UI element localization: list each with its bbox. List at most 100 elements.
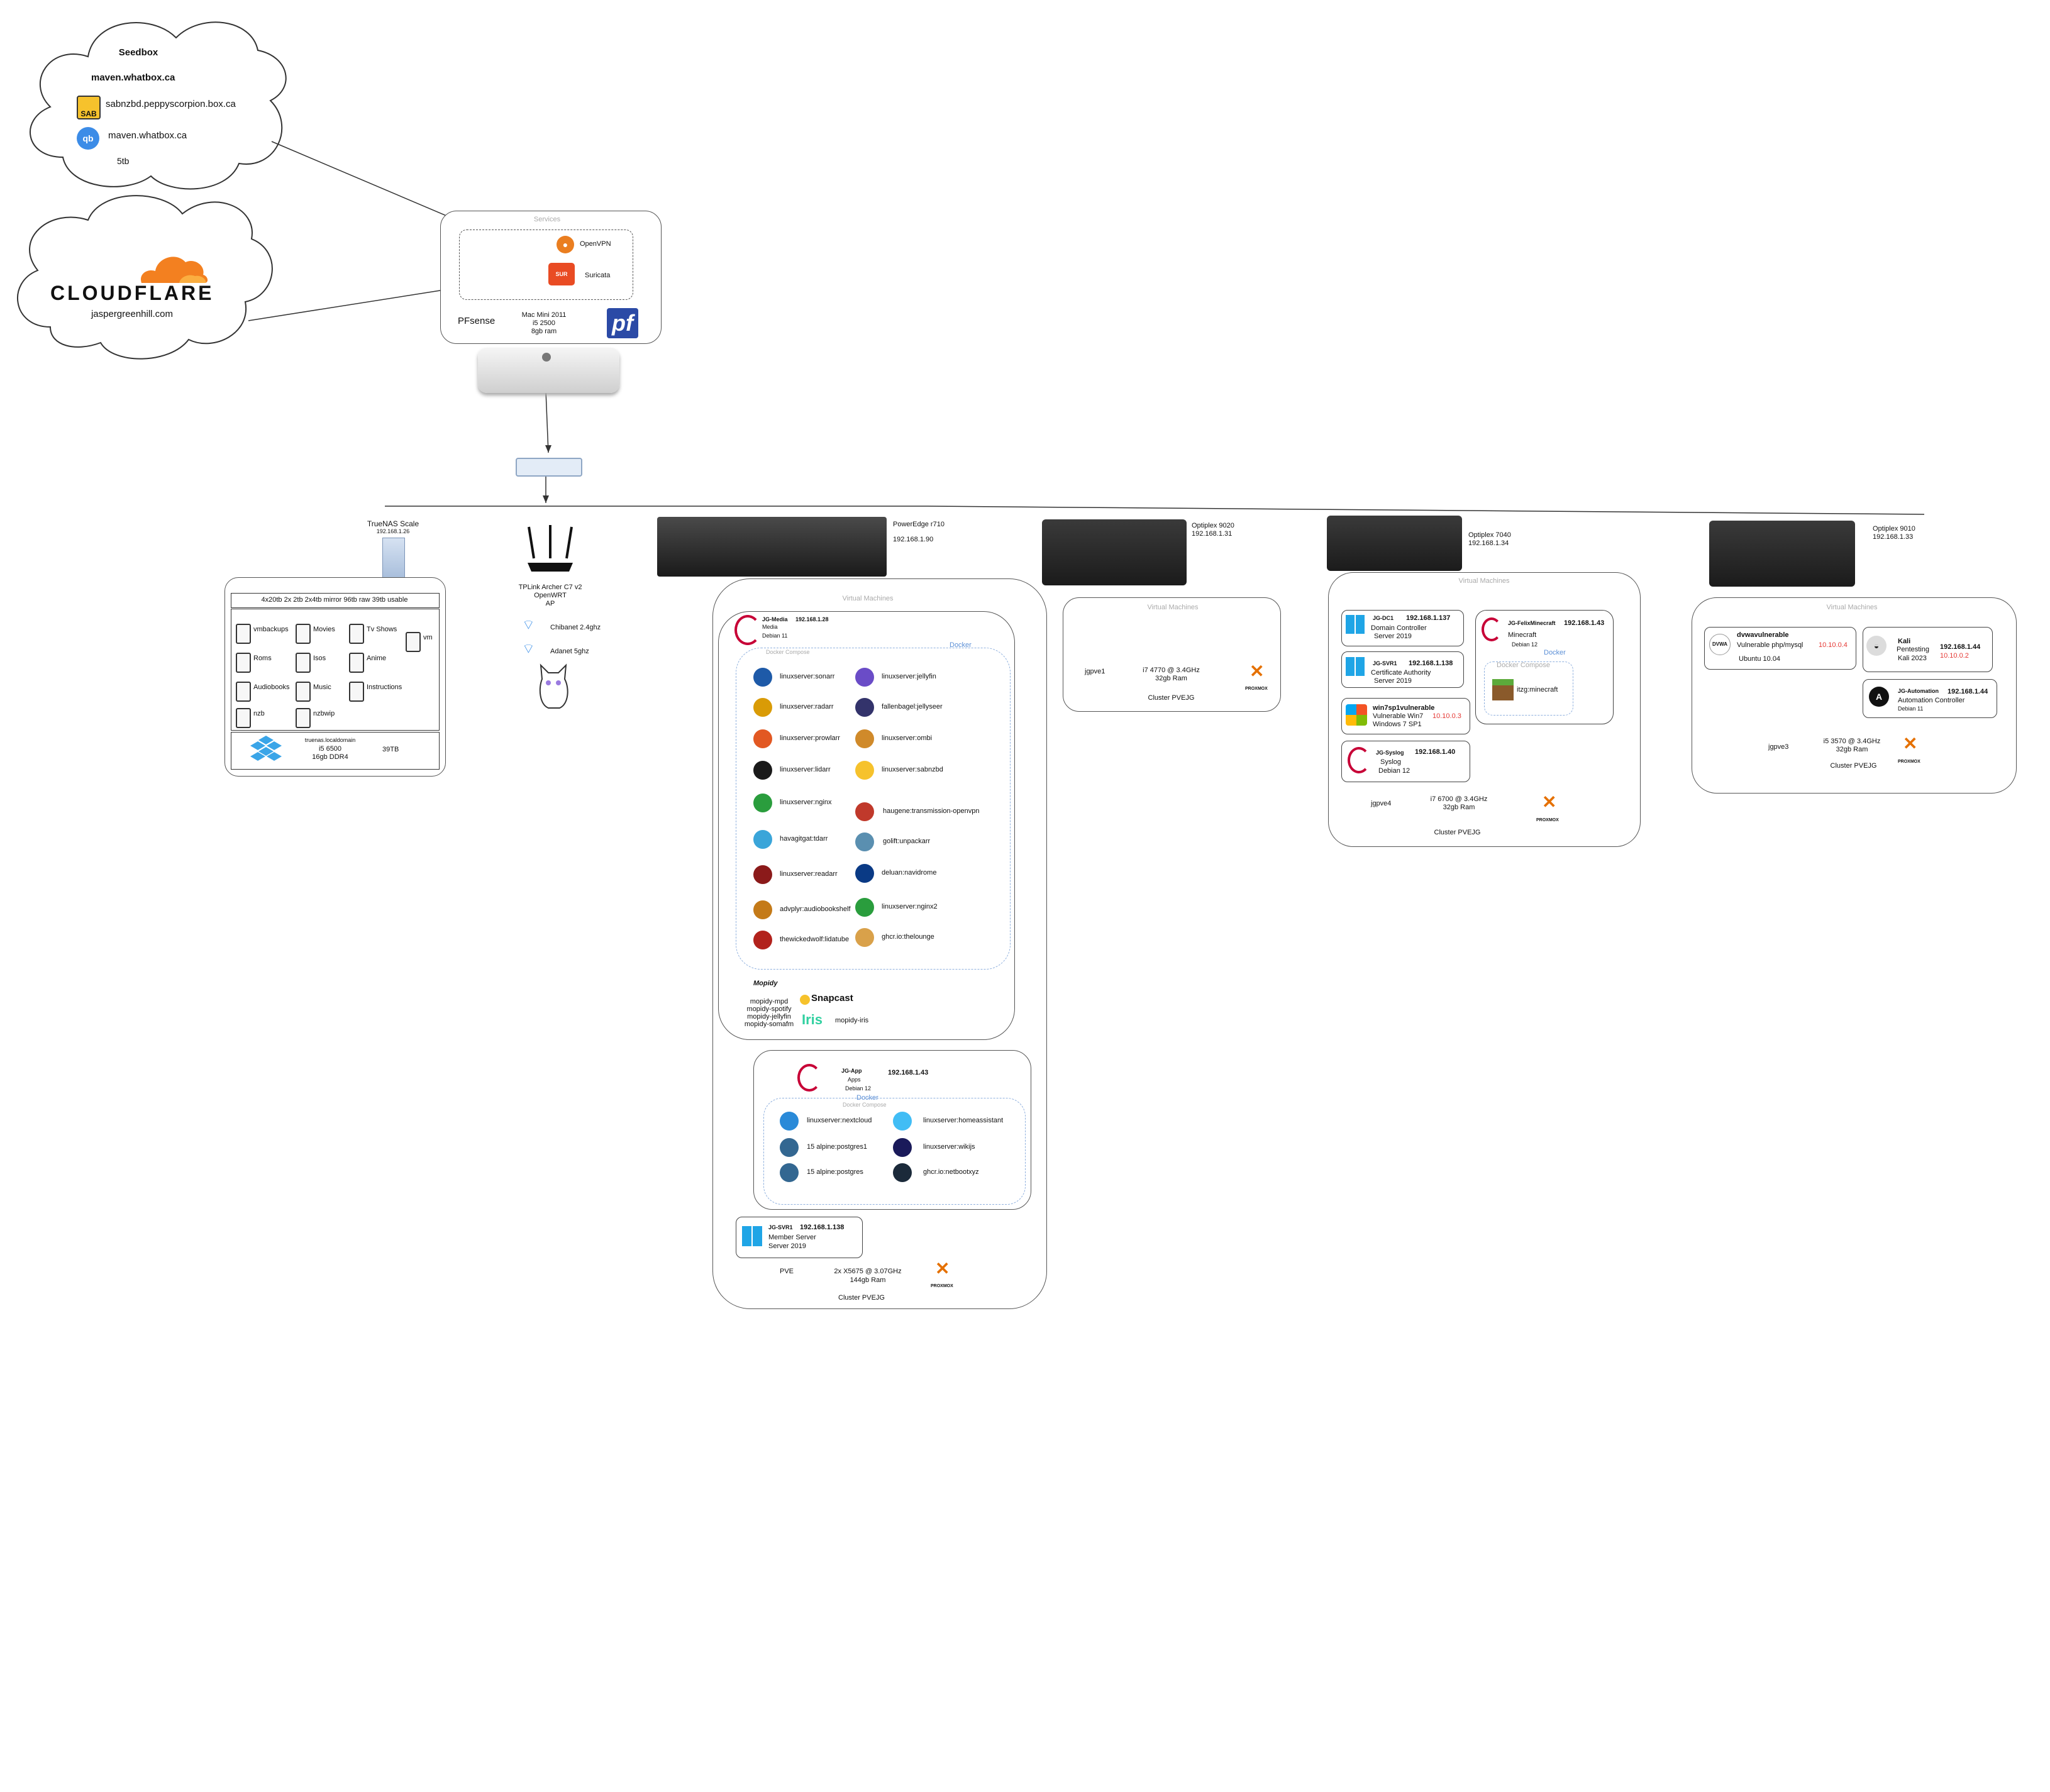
pfsense-services-group xyxy=(459,230,633,300)
o9020-ip: 192.168.1.31 xyxy=(1192,530,1233,538)
router-line-0: TPLink Archer C7 v2 xyxy=(518,584,582,591)
mopidy-extension: mopidy-somafm xyxy=(744,1020,794,1028)
truenas-share-label: Audiobooks xyxy=(253,683,290,691)
media-container-left: linuxserver:readarr xyxy=(780,870,838,878)
drive-icon xyxy=(236,653,251,673)
truenas-capacity: 39TB xyxy=(382,746,399,753)
o7040-ip: 192.168.1.34 xyxy=(1468,539,1509,547)
media-container-right: ghcr.io:thelounge xyxy=(882,933,934,941)
optiplex-9020-icon xyxy=(1042,519,1187,585)
jg-automation-os: Debian 11 xyxy=(1898,705,1924,712)
proxmox-label: PROXMOX xyxy=(1245,687,1268,691)
media-container-left: havagitgat:tdarr xyxy=(780,835,828,843)
iris-logo: Iris xyxy=(802,1012,823,1027)
o9010-ram: 32gb Ram xyxy=(1836,746,1868,753)
container-icon xyxy=(753,729,772,748)
truenas-raid: 4x20tb 2x 2tb 2x4tb mirror 96tb raw 39tb… xyxy=(261,596,408,604)
pfsense-services-label: Services xyxy=(533,216,561,223)
truenas-share-label: Tv Shows xyxy=(367,626,397,633)
pfsense-name: PFsense xyxy=(458,316,496,326)
o9010-ip: 192.168.1.33 xyxy=(1873,533,1914,541)
qbittorrent-icon: qb xyxy=(77,127,99,150)
proxmox-label: PROXMOX xyxy=(1536,818,1559,822)
o9020-cluster: Cluster PVEJG xyxy=(1148,694,1195,702)
windows-icon xyxy=(1346,615,1365,634)
o9010-node: jgpve3 xyxy=(1768,743,1789,751)
suricata-label: Suricata xyxy=(585,272,611,279)
jg-felix-ip: 192.168.1.43 xyxy=(1564,619,1605,627)
minecraft-icon xyxy=(1492,679,1514,700)
o9020-ram: 32gb Ram xyxy=(1155,675,1187,682)
jg-svr1-ip: 192.168.1.138 xyxy=(800,1224,845,1231)
jg-media-role: Media xyxy=(762,624,778,630)
mopidy-extension: mopidy-mpd xyxy=(750,998,789,1005)
truenas-title: TrueNAS Scale xyxy=(367,519,419,528)
media-container-right: linuxserver:sabnzbd xyxy=(882,766,943,773)
o7040-title: Optiplex 7040 xyxy=(1468,531,1511,539)
wifi-icon: ⌔ xyxy=(522,641,535,656)
jg-media-compose-label: Docker Compose xyxy=(766,649,810,655)
drive-icon xyxy=(236,624,251,644)
dvwa-os: Ubuntu 10.04 xyxy=(1739,655,1781,663)
jg-app-ip: 192.168.1.43 xyxy=(888,1069,929,1076)
truenas-cpu: i5 6500 xyxy=(318,745,342,753)
windows-icon xyxy=(1346,657,1365,676)
jg-felix-docker-label: Docker xyxy=(1544,649,1566,656)
container-icon xyxy=(753,668,772,687)
snapcast-label: Snapcast xyxy=(811,993,853,1004)
jg-felix-compose-group xyxy=(1484,661,1573,716)
media-container-left: linuxserver:prowlarr xyxy=(780,734,840,742)
optiplex-9010-icon xyxy=(1709,521,1855,587)
windows-icon xyxy=(742,1226,762,1246)
jg-media-name: JG-Media xyxy=(762,616,788,622)
pfsense-hw-1: i5 2500 xyxy=(532,319,556,327)
kali-icon: ◒ xyxy=(1866,636,1887,656)
win7-role: Vulnerable Win7 xyxy=(1373,712,1424,720)
truenas-server-icon xyxy=(382,538,405,578)
media-container-right: fallenbagel:jellyseer xyxy=(882,703,943,711)
o7040-vms-label: Virtual Machines xyxy=(1458,577,1510,585)
proxmox-label: PROXMOX xyxy=(931,1284,953,1288)
media-container-left: linuxserver:radarr xyxy=(780,703,834,711)
container-icon xyxy=(753,698,772,717)
r710-ip: 192.168.1.90 xyxy=(893,536,934,543)
truenas-share-label: Anime xyxy=(367,655,387,662)
drive-icon xyxy=(236,708,251,728)
proxmox-icon: ✕ xyxy=(1542,792,1557,812)
o7040-cluster: Cluster PVEJG xyxy=(1434,829,1481,836)
o9020-node: jgpve1 xyxy=(1085,668,1105,675)
container-icon xyxy=(893,1112,912,1131)
media-container-left: linuxserver:sonarr xyxy=(780,673,835,680)
jg-automation-ip: 192.168.1.44 xyxy=(1948,688,1988,695)
drive-icon xyxy=(349,653,364,673)
debian-icon xyxy=(1348,747,1370,773)
jg-dc1-name: JG-DC1 xyxy=(1373,615,1394,621)
truenas-share-label: vmbackups xyxy=(253,626,289,633)
seedbox-qbit-host: maven.whatbox.ca xyxy=(108,130,187,141)
o9020-vms-label: Virtual Machines xyxy=(1147,604,1199,611)
drive-icon xyxy=(296,682,311,702)
jg-felix-role: Minecraft xyxy=(1508,631,1537,639)
win7-os: Windows 7 SP1 xyxy=(1373,721,1422,728)
container-icon xyxy=(780,1138,799,1157)
container-icon xyxy=(753,794,772,812)
truenas-share-label: Instructions xyxy=(367,683,402,691)
jg-app-os: Debian 12 xyxy=(845,1085,872,1092)
jg-felix-os: Debian 12 xyxy=(1512,641,1538,648)
truenas-share-label: Roms xyxy=(253,655,272,662)
jg-media-compose-group xyxy=(736,648,1011,970)
media-container-right: linuxserver:jellyfin xyxy=(882,673,936,680)
container-icon xyxy=(855,928,874,947)
proxmox-icon: ✕ xyxy=(1249,661,1265,681)
media-container-right: linuxserver:ombi xyxy=(882,734,933,742)
container-icon xyxy=(753,761,772,780)
app-container-left: 15 alpine:postgres1 xyxy=(807,1143,868,1151)
media-container-right: haugene:transmission-openvpn xyxy=(883,807,980,815)
jg-svr1-role: Member Server xyxy=(768,1234,816,1241)
truenas-logo-icon xyxy=(250,736,282,761)
debian-icon xyxy=(734,615,761,645)
seedbox-sabnzbd-host: sabnzbd.peppyscorpion.box.ca xyxy=(106,99,236,109)
app-container-left: linuxserver:nextcloud xyxy=(807,1117,872,1124)
truenas-share-label: Movies xyxy=(313,626,335,633)
jg-automation-role: Automation Controller xyxy=(1898,697,1965,704)
